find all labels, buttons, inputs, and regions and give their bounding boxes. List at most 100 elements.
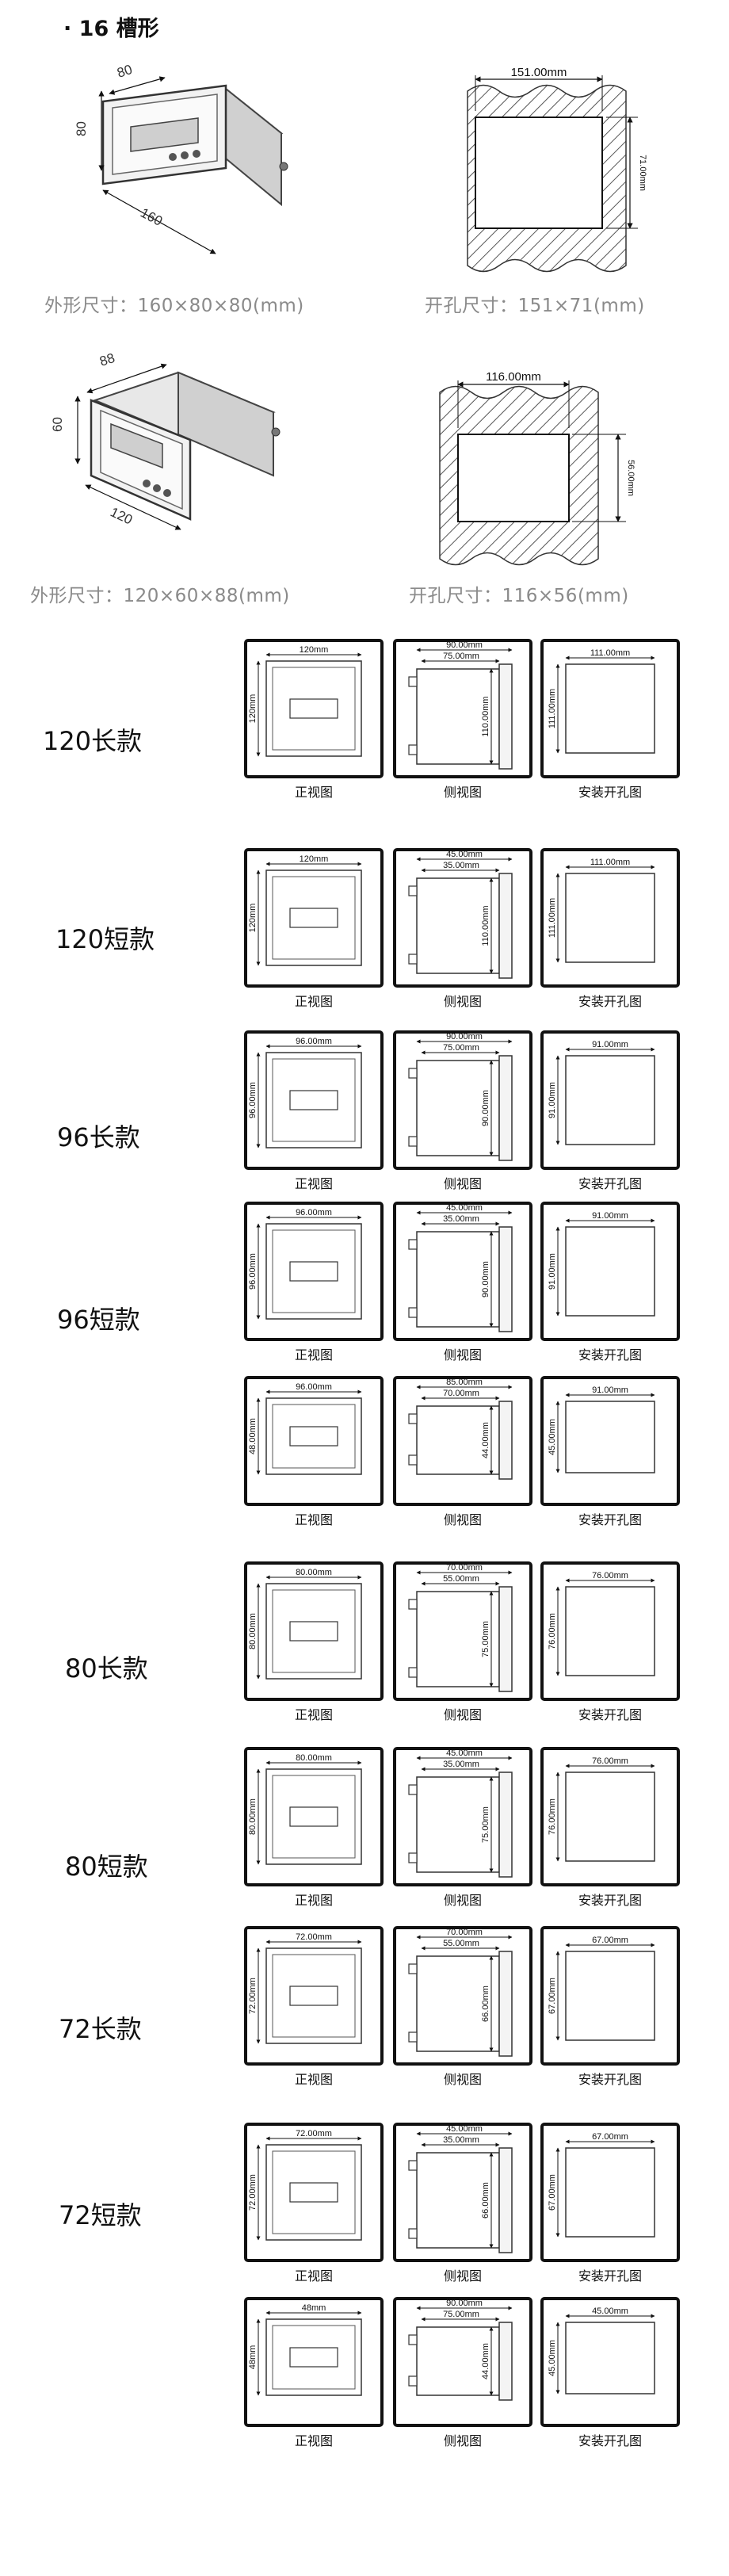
cutout-drawing-2: 116.00mm 56.00mm [439,370,635,566]
cutout2-w-label: 116.00mm [486,370,541,384]
side-height-label: 75.00mm [481,1621,490,1657]
side-outer-label: 90.00mm [446,640,483,650]
front-height-label: 80.00mm [248,1798,258,1835]
cutout-height-label: 76.00mm [548,1613,557,1649]
front-view: 96.00mm 96.00mm [244,1202,384,1341]
front-width-label: 96.00mm [296,1208,332,1217]
cutout-height-label: 67.00mm [548,1978,557,2014]
model-label: 80长款 [65,1653,148,1684]
section-bullet: · [63,17,72,41]
side-view-caption: 侧视图 [443,2433,483,2448]
front-height-label: 96.00mm [248,1253,258,1290]
side-outer-label: 70.00mm [446,1563,483,1573]
cutout-view-caption: 安装开孔图 [578,1176,643,1191]
front-view-caption: 正视图 [294,785,334,800]
front-width-label: 48mm [302,2303,326,2313]
front-view-caption: 正视图 [294,1893,334,1908]
side-outer-label: 85.00mm [446,1378,483,1387]
front-height-label: 80.00mm [248,1613,258,1649]
front-view-caption: 正视图 [294,994,334,1009]
cutout-view-caption: 安装开孔图 [578,785,643,800]
front-width-label: 72.00mm [296,1932,332,1942]
cutout-view-caption: 安装开孔图 [578,1707,643,1722]
cutout-height-label: 45.00mm [548,1419,557,1455]
cutout-size-caption-1: 开孔尺寸：151×71(mm) [425,296,645,316]
front-view-caption: 正视图 [294,2268,334,2284]
front-width-label: 120mm [300,645,329,655]
side-view-caption: 侧视图 [443,1347,483,1363]
side-view-caption: 侧视图 [443,1512,483,1527]
front-view: 48mm 48mm [244,2297,384,2427]
front-width-label: 72.00mm [296,2129,332,2138]
side-outer-label: 45.00mm [446,2124,483,2134]
iso1-d-label: 80 [115,62,134,81]
side-height-label: 75.00mm [481,1806,490,1843]
front-height-label: 72.00mm [248,2174,258,2211]
side-outer-label: 45.00mm [446,1749,483,1758]
front-height-label: 96.00mm [248,1082,258,1118]
cutout-width-label: 76.00mm [592,1756,628,1766]
cutout-view-caption: 安装开孔图 [578,994,643,1009]
side-view-caption: 侧视图 [443,2072,483,2087]
cutout-width-label: 45.00mm [592,2307,628,2316]
side-height-label: 66.00mm [481,1986,490,2022]
front-width-label: 80.00mm [296,1568,332,1577]
side-view-caption: 侧视图 [443,1893,483,1908]
cutout-view-caption: 安装开孔图 [578,1347,643,1363]
front-view-caption: 正视图 [294,2072,334,2087]
side-inner-label: 35.00mm [443,2135,479,2145]
front-width-label: 120mm [300,854,329,864]
cutout-view-caption: 安装开孔图 [578,1893,643,1908]
cutout-drawing-1: 151.00mm 71.00mm [467,66,647,273]
front-height-label: 120mm [248,904,258,933]
side-outer-label: 90.00mm [446,1032,483,1041]
cutout-height-label: 111.00mm [548,689,557,728]
side-inner-label: 75.00mm [443,1043,479,1053]
model-label: 120短款 [55,924,155,954]
front-view-caption: 正视图 [294,1512,334,1527]
cutout-height-label: 91.00mm [548,1082,557,1118]
cutout-view-caption: 安装开孔图 [578,1512,643,1527]
side-inner-label: 70.00mm [443,1389,479,1398]
side-height-label: 90.00mm [481,1090,490,1126]
cutout-view: 111.00mm 111.00mm [540,639,680,778]
front-height-label: 48mm [248,2345,258,2370]
model-label: 120长款 [43,726,143,756]
side-height-label: 110.00mm [481,905,490,946]
side-inner-label: 75.00mm [443,652,479,661]
side-view-caption: 侧视图 [443,1707,483,1722]
front-view: 120mm 120mm [244,848,384,988]
front-view-caption: 正视图 [294,1707,334,1722]
front-width-label: 96.00mm [296,1382,332,1392]
iso2-h-label: 60 [50,417,65,432]
front-view: 80.00mm 80.00mm [244,1561,384,1701]
model-label: 96短款 [57,1305,140,1335]
top-drawings: 80 80 160 151.00mm 71.00mm 60 88 120 [50,62,647,566]
side-height-label: 90.00mm [481,1261,490,1298]
front-view-caption: 正视图 [294,1176,334,1191]
side-outer-label: 45.00mm [446,850,483,859]
cutout-width-label: 91.00mm [592,1385,628,1395]
side-inner-label: 55.00mm [443,1939,479,1948]
cutout-width-label: 111.00mm [590,648,630,658]
cutout-height-label: 67.00mm [548,2174,557,2211]
cutout-view-caption: 安装开孔图 [578,2268,643,2284]
side-inner-label: 35.00mm [443,1760,479,1769]
side-outer-label: 90.00mm [446,2299,483,2308]
